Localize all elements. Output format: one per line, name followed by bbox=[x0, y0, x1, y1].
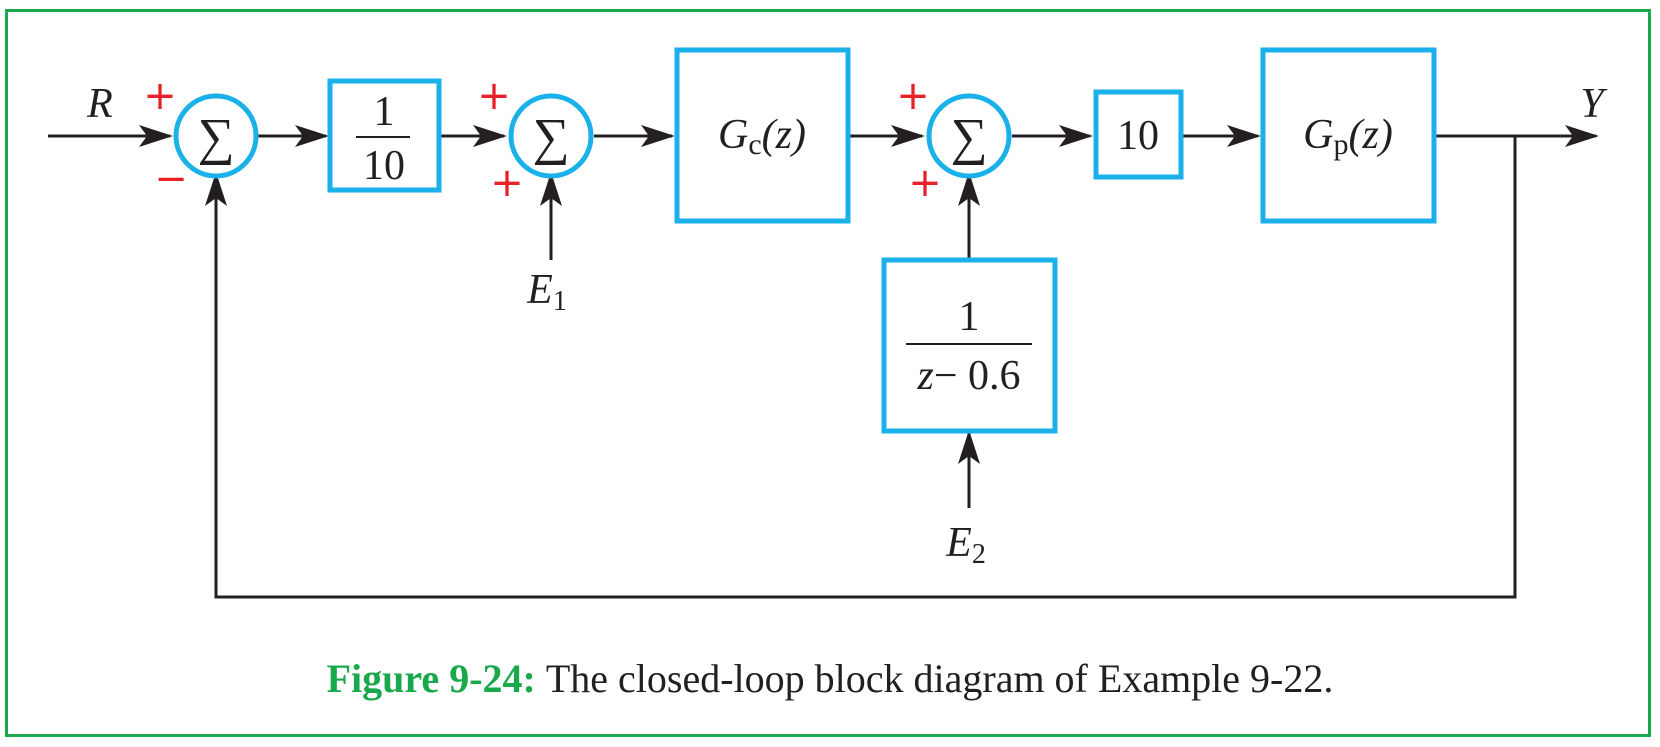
disturbance-filter-block: 1 z− 0.6 bbox=[881, 257, 1058, 434]
disturbance1-label: E1 bbox=[526, 267, 567, 317]
output-signal-label: Y bbox=[1580, 81, 1608, 127]
gain10-label: 10 bbox=[1117, 113, 1159, 159]
gain-block-10: 10 bbox=[1093, 89, 1184, 180]
summing-junction-1: ∑ bbox=[173, 93, 259, 179]
sum1-plus-sign: + bbox=[143, 73, 177, 119]
sum2-plus-sign-bottom: + bbox=[490, 160, 524, 206]
controller-label: Gc(z) bbox=[718, 112, 806, 161]
summing-junction-2: ∑ bbox=[508, 93, 594, 179]
caption-label: Figure 9-24: bbox=[327, 656, 536, 701]
gain-block-1-over-10: 1 10 bbox=[327, 78, 442, 193]
sum-symbol: ∑ bbox=[532, 109, 569, 166]
sum1-minus-sign: − bbox=[154, 156, 188, 202]
caption-text: The closed-loop block diagram of Example… bbox=[546, 656, 1334, 701]
gain1-denominator: 10 bbox=[363, 143, 405, 189]
figure-caption: Figure 9-24:The closed-loop block diagra… bbox=[327, 656, 1334, 701]
plant-block: Gp(z) bbox=[1260, 47, 1437, 224]
feedback-wire bbox=[205, 136, 1517, 599]
gain1-numerator: 1 bbox=[374, 89, 395, 135]
sum-symbol: ∑ bbox=[950, 109, 987, 166]
sum-symbol: ∑ bbox=[197, 109, 234, 166]
sum3-plus-sign-left: + bbox=[896, 73, 930, 119]
summing-junction-3: ∑ bbox=[926, 93, 1012, 179]
filter-denominator: z− 0.6 bbox=[916, 353, 1020, 399]
sum2-plus-sign-left: + bbox=[477, 73, 511, 119]
disturbance2-label: E2 bbox=[945, 520, 986, 570]
controller-block: Gc(z) bbox=[674, 47, 851, 224]
plant-label: Gp(z) bbox=[1303, 112, 1393, 161]
figure-frame bbox=[5, 9, 1651, 737]
sum3-plus-sign-bottom: + bbox=[908, 160, 942, 206]
input-signal-label: R bbox=[86, 81, 113, 127]
filter-numerator: 1 bbox=[959, 294, 980, 340]
